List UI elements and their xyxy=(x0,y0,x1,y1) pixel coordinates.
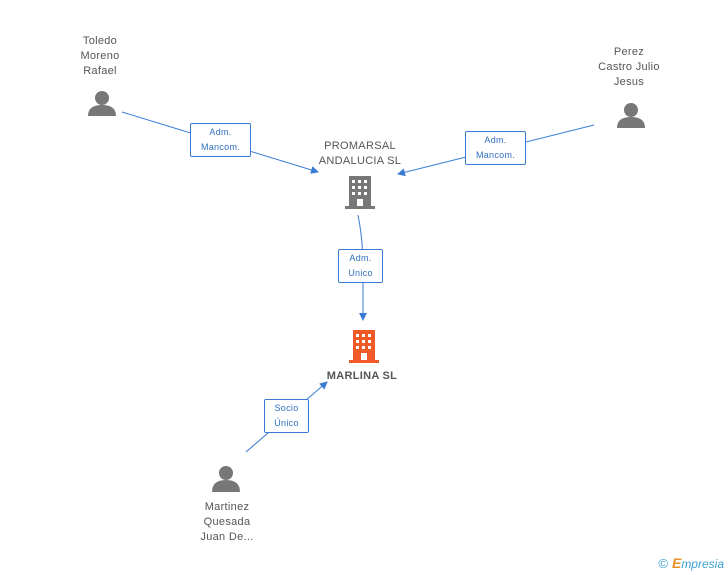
edge-label-martinez-marlina[interactable]: Socio Único xyxy=(264,399,309,433)
brand-logo: ©Empresia xyxy=(658,555,724,571)
person-icon-martinez[interactable] xyxy=(212,466,240,492)
brand-initial: E xyxy=(671,555,682,571)
node-label-toledo[interactable]: Toledo Moreno Rafael xyxy=(80,35,120,77)
copyright-icon: © xyxy=(658,556,668,571)
edge-label-perez-promarsal[interactable]: Adm. Mancom. xyxy=(465,131,526,165)
edge-label-toledo-promarsal[interactable]: Adm. Mancom. xyxy=(190,123,251,157)
node-label-perez[interactable]: Perez Castro Julio Jesus xyxy=(598,46,660,88)
person-icon-perez[interactable] xyxy=(617,103,645,128)
node-label-marlina[interactable]: MARLINA SL xyxy=(326,370,398,382)
edge-label-promarsal-marlina[interactable]: Adm. Unico xyxy=(338,249,383,283)
person-icon-toledo[interactable] xyxy=(88,91,116,116)
node-label-promarsal[interactable]: PROMARSAL ANDALUCIA SL xyxy=(318,140,402,167)
building-icon-promarsal[interactable] xyxy=(345,176,375,209)
node-label-martinez[interactable]: Martinez Quesada Juan De... xyxy=(200,501,254,543)
building-icon-marlina[interactable] xyxy=(349,330,379,363)
brand-name: mpresia xyxy=(681,557,724,571)
